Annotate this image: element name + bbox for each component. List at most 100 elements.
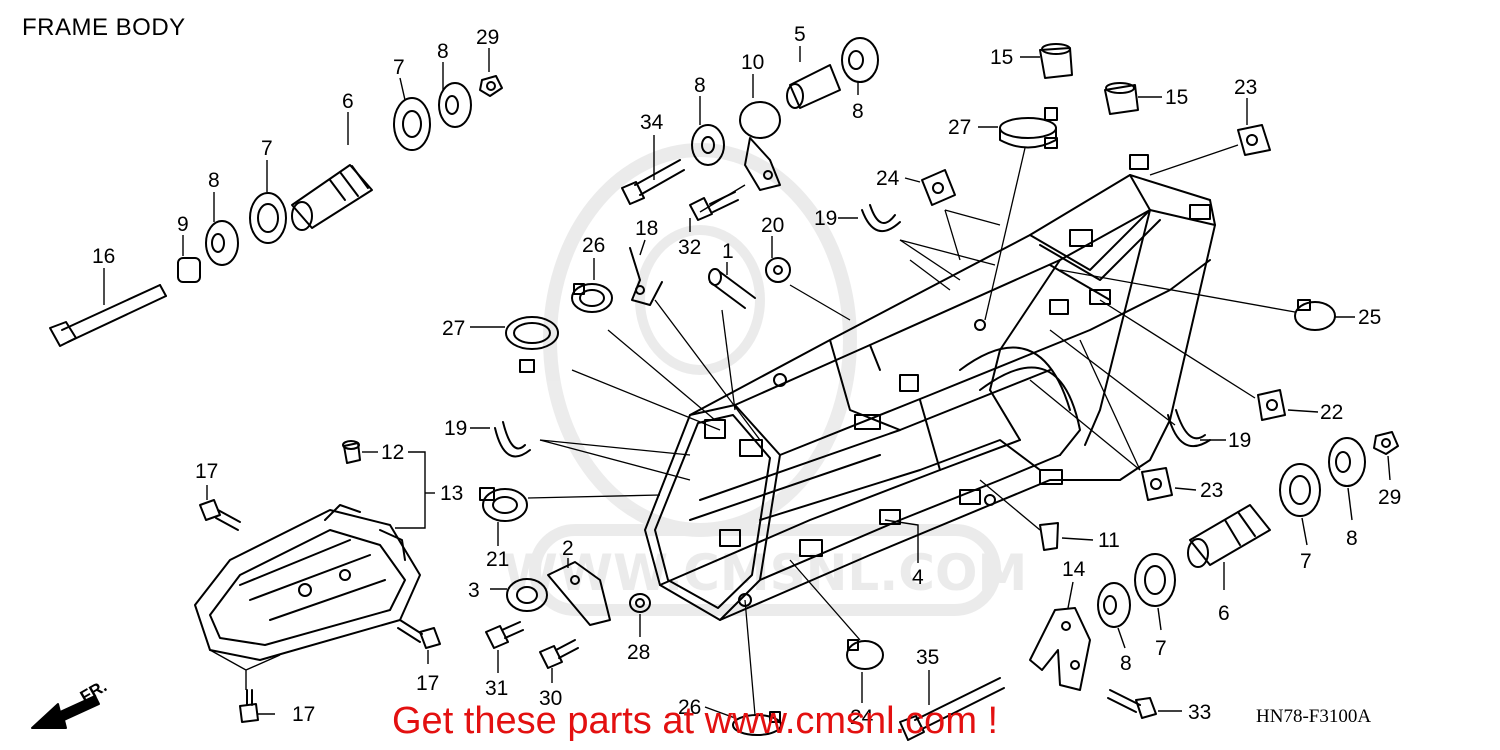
callout-6-upper: 6 <box>342 90 354 113</box>
callout-7-upper: 7 <box>393 56 405 79</box>
bearing-7-upper-part <box>393 97 431 151</box>
clip-24-upper-part <box>921 169 956 206</box>
callout-27-left: 27 <box>442 317 465 340</box>
diagram-title: FRAME BODY <box>22 14 186 41</box>
callout-12: 12 <box>381 441 404 464</box>
callout-9: 9 <box>177 213 189 236</box>
nut-29-lower-part <box>1373 431 1399 455</box>
tie-19-left-part <box>494 421 531 458</box>
callout-19-right: 19 <box>1228 429 1251 452</box>
callout-10: 10 <box>741 51 764 74</box>
clamp-23-lower-part <box>1141 467 1173 501</box>
front-arrow-icon <box>31 695 100 729</box>
bolt-34-part <box>621 159 685 205</box>
cap-11-part <box>1039 522 1059 551</box>
plug-12-part <box>342 440 361 464</box>
band-26-lower-part <box>732 711 782 736</box>
band-27-left-part <box>505 316 559 373</box>
bolt-31-part <box>485 621 524 649</box>
callout-8-lower: 8 <box>1120 652 1132 675</box>
callout-26-lower: 26 <box>678 696 701 719</box>
tie-19-right-part <box>1167 409 1211 448</box>
callout-17-right: 17 <box>416 672 439 695</box>
clamp-25-part <box>1294 299 1336 331</box>
seal-8-lower-part <box>1097 582 1131 628</box>
callout-21: 21 <box>486 548 509 571</box>
callout-26-upper: 26 <box>582 234 605 257</box>
callout-14: 14 <box>1062 558 1086 581</box>
callout-34: 34 <box>640 111 664 134</box>
callout-8-left: 8 <box>208 169 220 192</box>
callout-24-lower: 24 <box>850 706 874 729</box>
mount-3-part <box>506 578 548 612</box>
callout-27-upper: 27 <box>948 116 971 139</box>
bolt-35-part <box>899 677 1005 741</box>
callout-18: 18 <box>635 217 658 240</box>
callout-16: 16 <box>92 245 115 268</box>
callout-31: 31 <box>485 677 508 700</box>
bolt-30-part <box>539 639 579 669</box>
callout-20: 20 <box>761 214 784 237</box>
callout-7-lower: 7 <box>1155 637 1167 660</box>
spacer-5-part <box>786 64 841 109</box>
bearing-7-right-part <box>1279 463 1321 517</box>
tube-1-part <box>708 268 756 309</box>
callout-8-right: 8 <box>1346 527 1358 550</box>
band-27-upper-part <box>999 107 1058 149</box>
bracket-14-part <box>1029 607 1091 691</box>
callout-5: 5 <box>794 23 806 46</box>
callout-8-center: 8 <box>694 74 706 97</box>
callout-8-upper: 8 <box>437 40 449 63</box>
promo-link[interactable]: Get these parts at www.cmsnl.com ! <box>392 700 999 742</box>
leader-lines <box>103 46 1391 719</box>
callout-29-upper: 29 <box>476 26 499 49</box>
callout-4: 4 <box>912 566 924 589</box>
clamp-21-part <box>479 487 528 522</box>
callout-2: 2 <box>562 537 574 560</box>
bolt-17-right-part <box>397 619 441 649</box>
tie-19-upper-part <box>861 204 901 233</box>
callout-17-lower: 17 <box>292 703 315 726</box>
bearing-7-left-part <box>249 192 287 244</box>
diagram-code: HN78-F3100A <box>1256 706 1372 727</box>
skid-plate-13-part <box>194 504 421 661</box>
spacer-6-left-part <box>291 164 373 231</box>
bolt-32-part <box>689 191 739 221</box>
callout-15-upper: 15 <box>990 46 1013 69</box>
cap-15-lower-part <box>1104 82 1139 115</box>
callout-25: 25 <box>1358 306 1381 329</box>
callout-32: 32 <box>678 236 701 259</box>
bearing-7-lower-part <box>1134 553 1176 607</box>
clip-20-part <box>765 257 791 283</box>
callout-23-upper: 23 <box>1234 76 1257 99</box>
callout-7-left: 7 <box>261 137 273 160</box>
callout-35: 35 <box>916 646 939 669</box>
bracket-18-part <box>629 247 663 306</box>
callout-17-upper: 17 <box>195 460 218 483</box>
clamp-23-upper-part <box>1237 124 1271 156</box>
seal-8-upper-part <box>438 82 472 128</box>
callout-7-right: 7 <box>1300 550 1312 573</box>
bracket-10-part <box>739 101 781 191</box>
bolt-33-part <box>1107 689 1157 719</box>
bolt-17-lower-part <box>239 689 259 723</box>
collar-9-part <box>177 257 201 283</box>
callout-28: 28 <box>627 641 650 664</box>
nut-29-upper-part <box>479 75 503 97</box>
band-26-upper-part <box>571 283 613 313</box>
callout-23-lower: 23 <box>1200 479 1223 502</box>
connector-lines <box>527 144 1296 716</box>
callout-22: 22 <box>1320 401 1343 424</box>
callout-13: 13 <box>440 482 463 505</box>
callout-15-lower: 15 <box>1165 86 1188 109</box>
spacer-6-right-part <box>1187 504 1271 568</box>
plate-2-part <box>547 561 611 626</box>
nut-28-part <box>629 593 651 613</box>
callout-1: 1 <box>722 240 734 263</box>
callout-19-left: 19 <box>444 417 467 440</box>
clip-22-part <box>1257 389 1286 421</box>
callout-8-top-right: 8 <box>852 100 864 123</box>
washer-8-left-part <box>205 220 239 266</box>
seal-8-top-part <box>841 37 879 83</box>
